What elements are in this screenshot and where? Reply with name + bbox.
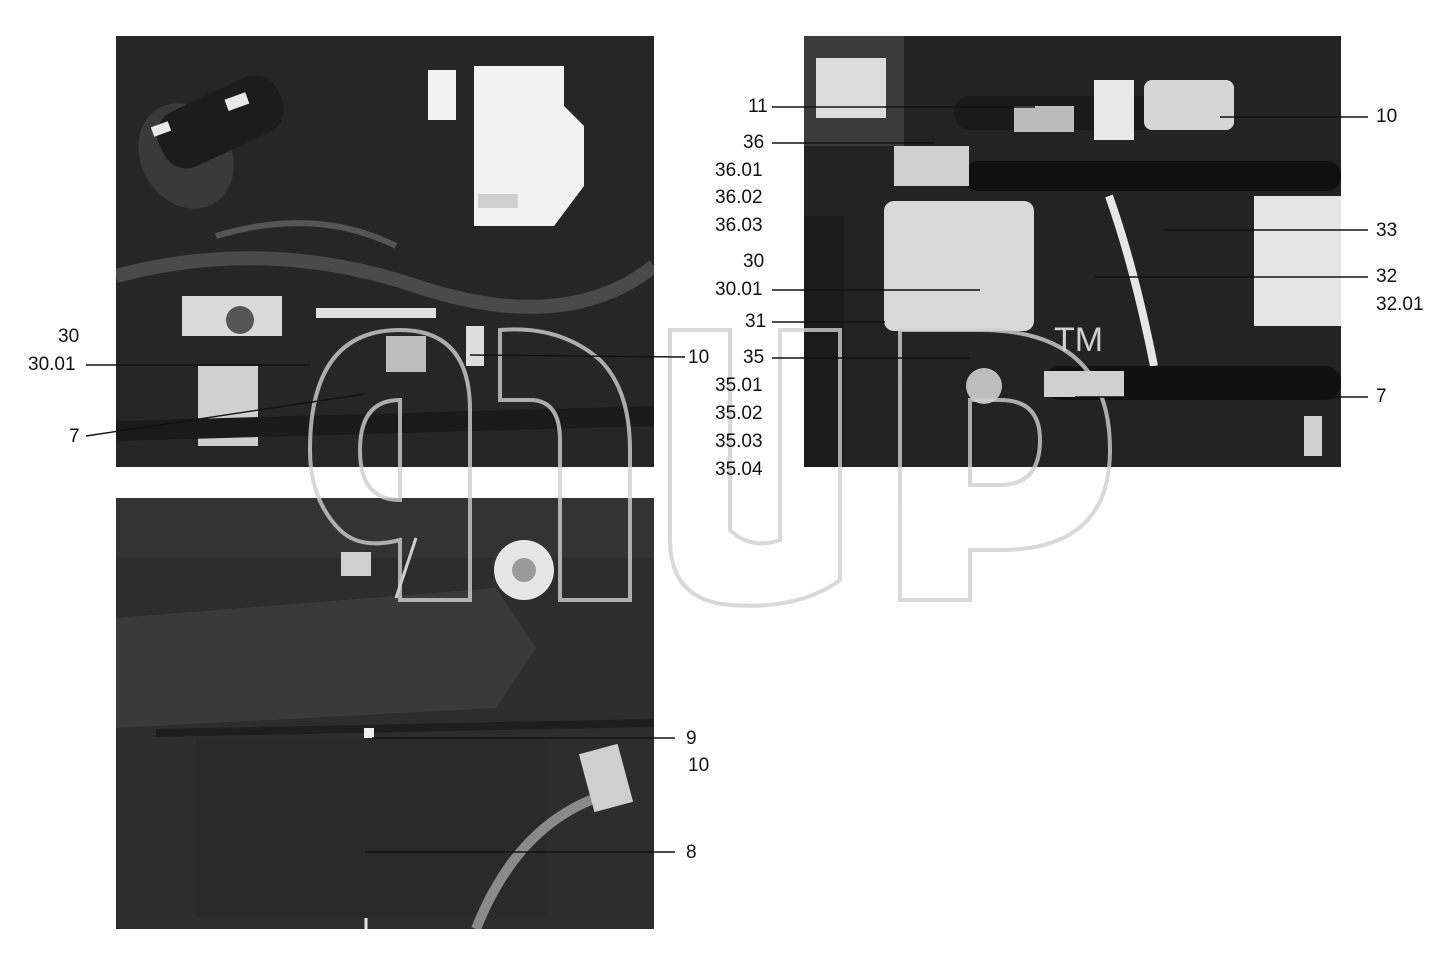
callout-10: 10 [688,755,710,776]
photo-top-left [116,36,654,467]
watermark-logo [307,327,1113,608]
tm-mark: TM [1054,321,1104,359]
callout-35-04: 35.04 [715,459,763,480]
callout-31: 31 [745,311,767,332]
callout-36-02: 36.02 [715,187,763,208]
callout-30-01: 30.01 [715,279,763,300]
callout-9: 9 [686,728,697,749]
callout-30: 30 [58,326,80,347]
photo-bottom-left [116,498,654,929]
callout-35-01: 35.01 [715,375,763,396]
callout-7: 7 [1376,386,1387,407]
callout-11: 11 [748,96,768,117]
callout-36: 36 [743,132,765,153]
callout-30-01: 30.01 [28,354,76,375]
photo-bottom-left-art [116,498,654,929]
callout-36-03: 36.03 [715,215,763,236]
callout-35-02: 35.02 [715,403,763,424]
callout-10: 10 [688,347,710,368]
photo-top-right-art [804,36,1341,467]
callout-36-01: 36.01 [715,160,763,181]
callout-35-03: 35.03 [715,431,763,452]
photo-top-right [804,36,1341,467]
callout-32: 32 [1376,266,1398,287]
callout-35: 35 [743,347,765,368]
callout-30: 30 [743,251,765,272]
callout-33: 33 [1376,220,1398,241]
callout-10: 10 [1376,106,1398,127]
callout-7: 7 [69,426,80,447]
callout-32-01: 32.01 [1376,294,1424,315]
callout-8: 8 [686,842,697,863]
